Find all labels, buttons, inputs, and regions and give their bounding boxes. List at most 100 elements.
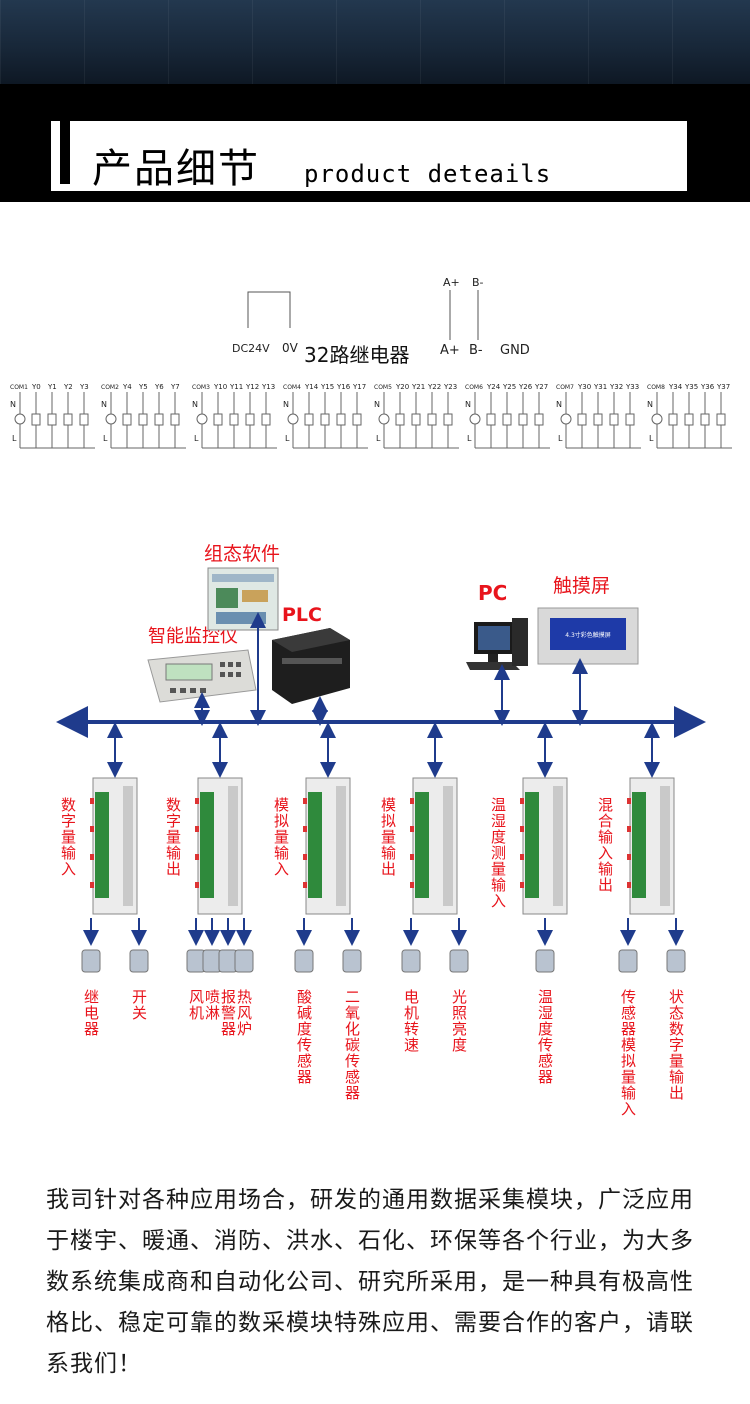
- bus-label-a-top: A+: [443, 276, 460, 289]
- l-label: L: [649, 434, 654, 443]
- device-icon: [342, 949, 362, 973]
- device-icon: [186, 949, 206, 973]
- output-label: Y26: [518, 383, 533, 391]
- terminal-strip: [525, 792, 539, 898]
- device-label: 风机: [189, 988, 204, 1022]
- device-label: 传感器模拟量输入: [621, 988, 636, 1118]
- device-icon: [234, 949, 254, 973]
- load-symbol: [63, 413, 73, 426]
- terminal-strip: [415, 792, 429, 898]
- bus-label-a: A+: [440, 343, 460, 358]
- load-symbol: [245, 413, 255, 426]
- output-label: Y6: [154, 383, 164, 391]
- power-label-0v: 0V: [282, 341, 299, 355]
- com-label: COM4: [283, 384, 301, 391]
- output-label: Y36: [700, 383, 715, 391]
- load-symbol: [395, 413, 405, 426]
- n-label: N: [192, 400, 198, 409]
- load-symbol: [122, 413, 132, 426]
- module-title: 32路继电器: [304, 343, 409, 367]
- pc-device: [466, 618, 528, 670]
- output-label: Y24: [486, 383, 501, 391]
- output-label: Y12: [245, 383, 259, 391]
- load-symbol: [668, 413, 678, 426]
- output-label: Y5: [138, 383, 148, 391]
- output-label: Y14: [304, 383, 319, 391]
- output-label: Y2: [63, 383, 73, 391]
- touch-screen-text: 4.3寸彩色触摸屏: [565, 631, 611, 639]
- terminal-strip: [308, 792, 322, 898]
- terminal-strip: [632, 792, 646, 898]
- load-symbol: [593, 413, 603, 426]
- description-paragraph: 我司针对各种应用场合，研发的通用数据采集模块，广泛应用于楼宇、暖通、消防、洪水、…: [46, 1187, 694, 1377]
- com-label: COM5: [374, 384, 392, 391]
- com-label: COM1: [10, 384, 28, 391]
- output-label: Y13: [261, 383, 275, 391]
- output-label: Y25: [502, 383, 516, 391]
- load-symbol: [577, 413, 587, 426]
- device-icon: [218, 949, 238, 973]
- device-icon: [618, 949, 638, 973]
- device-icon: [401, 949, 421, 973]
- com-label: COM3: [192, 384, 210, 391]
- com-label: COM2: [101, 384, 119, 391]
- output-label: Y1: [47, 383, 57, 391]
- output-label: Y4: [122, 383, 132, 391]
- bus-label-b: B-: [469, 343, 483, 358]
- module-label: 温湿度测量输入: [491, 796, 506, 910]
- bus-label-gnd: GND: [500, 343, 530, 358]
- title-box: [48, 118, 690, 194]
- load-symbol: [411, 413, 421, 426]
- module-label: 混合输入输出: [598, 796, 613, 894]
- load-symbol: [47, 413, 57, 426]
- label-plc: PLC: [282, 604, 322, 626]
- output-label: Y23: [443, 383, 457, 391]
- load-symbol: [352, 413, 362, 426]
- device-icon: [449, 949, 469, 973]
- output-label: Y7: [170, 383, 180, 391]
- load-symbol: [443, 413, 453, 426]
- load-symbol: [609, 413, 619, 426]
- title-accent-bar: [60, 116, 70, 184]
- l-label: L: [558, 434, 563, 443]
- device-icon: [129, 949, 149, 973]
- plc-device: [272, 628, 350, 704]
- l-label: L: [194, 434, 199, 443]
- n-label: N: [374, 400, 380, 409]
- com-label: COM8: [647, 384, 665, 391]
- monitor-device: [147, 649, 257, 703]
- page-subtitle: product deteails: [304, 160, 552, 188]
- output-label: Y11: [229, 383, 243, 391]
- load-symbol: [138, 413, 148, 426]
- load-symbol: [320, 413, 330, 426]
- output-label: Y22: [427, 383, 441, 391]
- device-icon: [535, 949, 555, 973]
- device-label: 热风炉: [237, 988, 252, 1038]
- l-label: L: [467, 434, 472, 443]
- n-label: N: [10, 400, 16, 409]
- device-label: 酸碱度传感器: [297, 988, 312, 1086]
- device-icon: [666, 949, 686, 973]
- load-symbol: [684, 413, 694, 426]
- device-label: 继电器: [84, 988, 99, 1038]
- output-label: Y3: [79, 383, 89, 391]
- load-symbol: [170, 413, 180, 426]
- load-symbol: [716, 413, 726, 426]
- device-label: 开关: [132, 988, 147, 1022]
- device-icon: [202, 949, 222, 973]
- load-symbol: [261, 413, 271, 426]
- device-label: 状态数字量输出: [669, 988, 684, 1102]
- output-label: Y35: [684, 383, 698, 391]
- output-label: Y31: [593, 383, 607, 391]
- load-symbol: [625, 413, 635, 426]
- l-label: L: [103, 434, 108, 443]
- device-label: 喷淋: [205, 988, 220, 1022]
